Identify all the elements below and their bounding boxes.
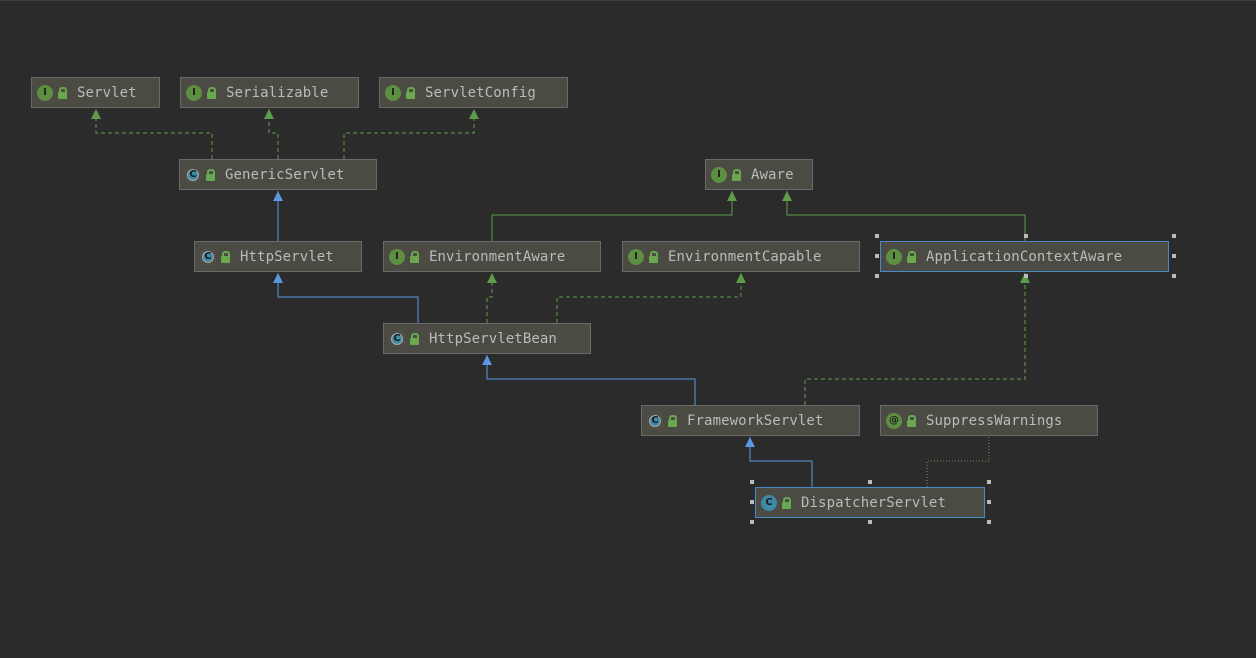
arrowhead-environmentaware-to-aware <box>727 191 737 201</box>
public-visibility-icon <box>649 250 659 263</box>
interface-icon: I <box>186 84 202 101</box>
public-visibility-icon <box>732 168 742 181</box>
edge-implements-httpservletbean-to-environmentcapable <box>556 273 742 323</box>
node-label: Serializable <box>226 84 329 101</box>
node-servletconfig[interactable]: I ServletConfig <box>379 77 568 108</box>
node-label: SuppressWarnings <box>926 412 1063 429</box>
arrowhead-genericservlet-to-servletconfig <box>469 109 479 119</box>
interface-icon: I <box>385 84 401 101</box>
node-label: Aware <box>751 166 794 183</box>
selection-handle[interactable] <box>1024 234 1028 238</box>
interface-icon: I <box>711 166 727 183</box>
edge-extends-frameworkservlet-to-httpservletbean <box>486 355 696 405</box>
arrowhead-genericservlet-to-serializable <box>264 109 274 119</box>
public-visibility-icon <box>410 332 420 345</box>
node-httpservletbean[interactable]: C HttpServletBean <box>383 323 591 354</box>
selection-handle[interactable] <box>750 520 754 524</box>
node-suppresswarnings[interactable]: @ SuppressWarnings <box>880 405 1098 436</box>
interface-icon: I <box>886 248 902 265</box>
arrowhead-dispatcherservlet-to-frameworkservlet <box>745 437 755 447</box>
public-visibility-icon <box>221 250 231 263</box>
class-icon: C <box>761 494 777 511</box>
node-servlet[interactable]: I Servlet <box>31 77 160 108</box>
edge-implements-genericservlet-to-servlet <box>95 109 213 159</box>
node-label: DispatcherServlet <box>801 494 946 511</box>
node-label: HttpServletBean <box>429 330 557 347</box>
selection-handle[interactable] <box>750 500 754 504</box>
public-visibility-icon <box>668 414 678 427</box>
public-visibility-icon <box>410 250 420 263</box>
public-visibility-icon <box>406 86 416 99</box>
node-applicationcontextaware[interactable]: I ApplicationContextAware <box>880 241 1169 272</box>
selection-handle[interactable] <box>1172 254 1176 258</box>
interface-icon: I <box>37 84 53 101</box>
node-label: GenericServlet <box>225 166 345 183</box>
selection-handle[interactable] <box>1172 234 1176 238</box>
edge-implements-genericservlet-to-servletconfig <box>343 109 475 159</box>
node-label: EnvironmentAware <box>429 248 566 265</box>
node-label: EnvironmentCapable <box>668 248 822 265</box>
abstract-class-icon: C <box>389 330 405 347</box>
edge-extends-applicationcontextaware-to-aware <box>786 191 1026 241</box>
node-label: ApplicationContextAware <box>926 248 1123 265</box>
public-visibility-icon <box>907 250 917 263</box>
node-dispatcherservlet[interactable]: C DispatcherServlet <box>755 487 985 518</box>
node-environmentcapable[interactable]: I EnvironmentCapable <box>622 241 860 272</box>
selection-handle[interactable] <box>868 520 872 524</box>
interface-icon: I <box>389 248 405 265</box>
node-aware[interactable]: I Aware <box>705 159 813 190</box>
node-genericservlet[interactable]: C GenericServlet <box>179 159 377 190</box>
edge-annotated-with-dispatcherservlet-to-suppresswarnings <box>926 437 990 487</box>
selection-handle[interactable] <box>868 480 872 484</box>
arrowhead-applicationcontextaware-to-aware <box>782 191 792 201</box>
arrowhead-httpservletbean-to-httpservlet <box>273 273 283 283</box>
annotation-icon: @ <box>886 412 902 429</box>
public-visibility-icon <box>58 86 68 99</box>
public-visibility-icon <box>907 414 917 427</box>
arrowhead-frameworkservlet-to-httpservletbean <box>482 355 492 365</box>
node-label: Servlet <box>77 84 137 101</box>
edge-implements-frameworkservlet-to-applicationcontextaware <box>804 273 1026 405</box>
arrowhead-httpservletbean-to-environmentaware <box>487 273 497 283</box>
selection-handle[interactable] <box>987 500 991 504</box>
arrowhead-httpservlet-to-genericservlet <box>273 191 283 201</box>
selection-handle[interactable] <box>875 274 879 278</box>
selection-handle[interactable] <box>987 480 991 484</box>
arrowhead-genericservlet-to-servlet <box>91 109 101 119</box>
public-visibility-icon <box>782 496 792 509</box>
edge-extends-httpservletbean-to-httpservlet <box>277 273 419 323</box>
edge-extends-environmentaware-to-aware <box>491 191 733 241</box>
abstract-class-icon: C <box>185 166 201 183</box>
abstract-class-icon: C <box>647 412 663 429</box>
node-label: FrameworkServlet <box>687 412 824 429</box>
node-serializable[interactable]: I Serializable <box>180 77 359 108</box>
node-label: HttpServlet <box>240 248 334 265</box>
arrowhead-httpservletbean-to-environmentcapable <box>736 273 746 283</box>
node-frameworkservlet[interactable]: C FrameworkServlet <box>641 405 860 436</box>
edge-extends-dispatcherservlet-to-frameworkservlet <box>749 437 813 487</box>
node-label: ServletConfig <box>425 84 536 101</box>
public-visibility-icon <box>207 86 217 99</box>
selection-handle[interactable] <box>1024 274 1028 278</box>
public-visibility-icon <box>206 168 216 181</box>
edge-implements-genericservlet-to-serializable <box>268 109 279 159</box>
selection-handle[interactable] <box>1172 274 1176 278</box>
selection-handle[interactable] <box>875 254 879 258</box>
abstract-class-icon: C <box>200 248 216 265</box>
interface-icon: I <box>628 248 644 265</box>
selection-handle[interactable] <box>875 234 879 238</box>
selection-handle[interactable] <box>987 520 991 524</box>
node-environmentaware[interactable]: I EnvironmentAware <box>383 241 601 272</box>
edge-implements-httpservletbean-to-environmentaware <box>486 273 493 323</box>
selection-handle[interactable] <box>750 480 754 484</box>
node-httpservlet[interactable]: C HttpServlet <box>194 241 362 272</box>
